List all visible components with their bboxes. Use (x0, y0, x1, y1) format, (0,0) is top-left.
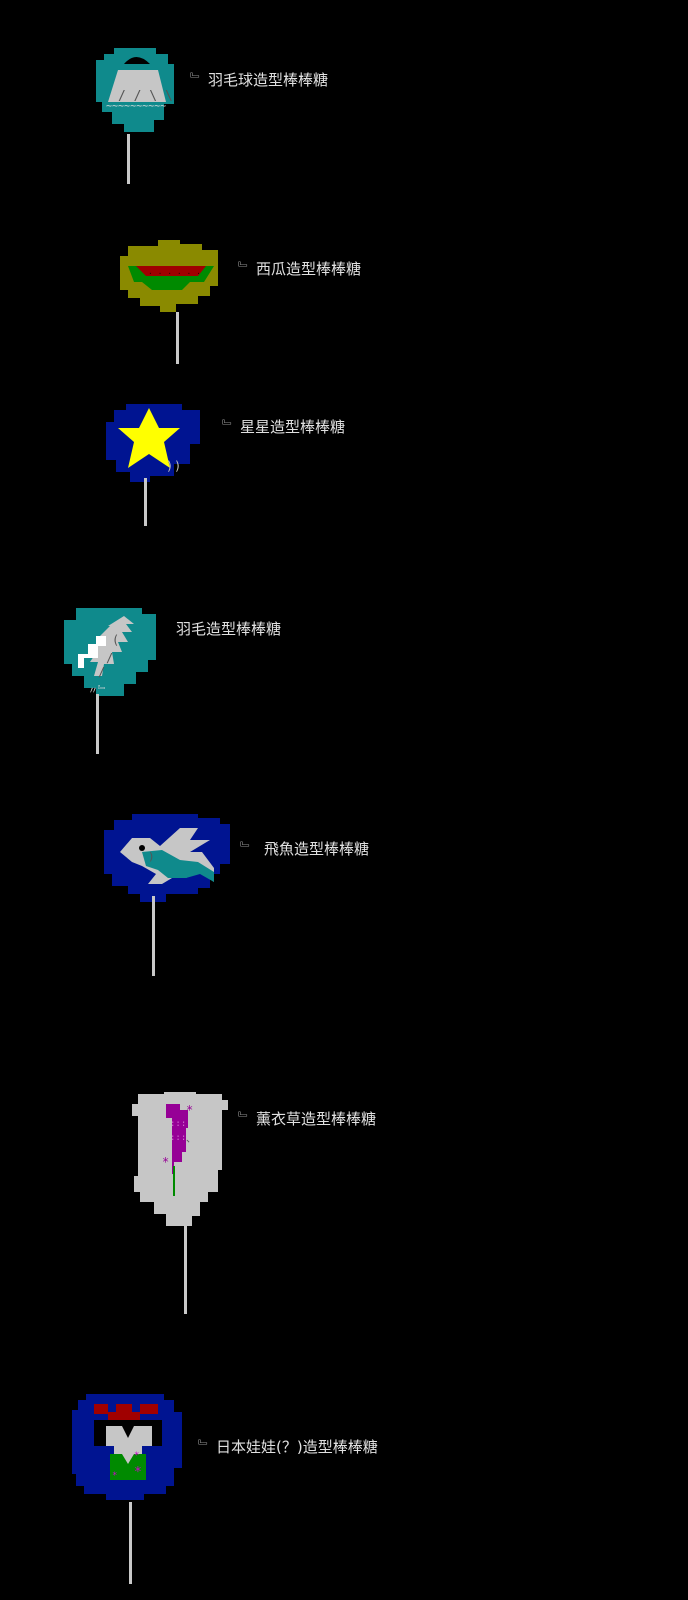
lollipop-japanese-doll: * * * ﹄ 日本娃娃(？)造型棒棒糖 (0, 1310, 688, 1600)
svg-text:*: * (112, 1471, 117, 1481)
svg-text:/ / \ \: / / \ \ (118, 89, 173, 104)
label-mark: ﹄ (238, 1112, 252, 1127)
svg-text:. . . . . .: . . . . . . (148, 267, 201, 276)
japanese-doll-icon: * * * (72, 1394, 182, 1500)
svg-text:): ) (174, 459, 181, 473)
lollipop-shuttlecock: / / \ \ ~~~~~~~~~~ ﹄ 羽毛球造型棒棒糖 (0, 0, 688, 190)
lollipop-stick (176, 312, 179, 364)
shuttlecock-icon: / / \ \ ~~~~~~~~~~ (96, 48, 174, 132)
star-icon: ) ) (106, 404, 200, 482)
lollipop-star: ) ) ﹄ 星星造型棒棒糖 (0, 370, 688, 550)
lollipop-label-watermelon: 西瓜造型棒棒糖 (256, 260, 362, 278)
svg-text:): ) (148, 850, 155, 863)
svg-text:*: * (134, 1465, 142, 1480)
svg-text:/: / (98, 665, 105, 679)
svg-text:*: * (186, 1103, 193, 1117)
lollipop-stick (152, 896, 155, 976)
svg-text:/: / (106, 651, 113, 665)
label-mark: ﹄ (222, 420, 236, 435)
svg-text::::: ::: (170, 1119, 186, 1129)
svg-text:~~~~~~~~~~: ~~~~~~~~~~ (106, 101, 166, 112)
svg-text:、: 、 (186, 1134, 196, 1145)
lollipop-stick (184, 1226, 187, 1314)
lollipop-stick (127, 134, 130, 184)
lollipop-label-star: 星星造型棒棒糖 (240, 418, 346, 436)
svg-text::::: ::: (170, 1133, 186, 1143)
lollipop-label-lavender: 薰衣草造型棒棒糖 (256, 1110, 377, 1128)
lollipop-feather: ( / / 〃﹄ 羽毛造型棒棒糖 (0, 550, 688, 770)
lollipop-stick (96, 694, 99, 754)
lollipop-lavender: ::: ::: * * 、 ﹄ 薰衣草造型棒棒糖 (0, 1010, 688, 1314)
label-mark: ﹄ (190, 73, 204, 88)
label-mark: ﹄ (238, 262, 252, 277)
lavender-icon: ::: ::: * * 、 (132, 1092, 228, 1226)
lollipop-label-shuttlecock: 羽毛球造型棒棒糖 (208, 71, 329, 89)
lollipop-label-flying-fish: 飛魚造型棒棒糖 (264, 840, 370, 858)
lollipop-watermelon: . . . . . . ﹄ 西瓜造型棒棒糖 (0, 190, 688, 370)
lollipop-flying-fish: ) ﹄ 飛魚造型棒棒糖 (0, 770, 688, 1010)
svg-text:〃﹄: 〃﹄ (88, 685, 108, 697)
watermelon-icon: . . . . . . (120, 240, 218, 312)
svg-text:): ) (166, 459, 173, 473)
svg-text:*: * (134, 1451, 139, 1461)
svg-text:*: * (162, 1155, 169, 1169)
svg-text:(: ( (112, 633, 119, 647)
lollipop-stick (144, 478, 147, 526)
label-mark: ﹄ (240, 842, 254, 857)
lollipop-stick (129, 1502, 132, 1584)
feather-icon: ( / / 〃﹄ (64, 608, 156, 697)
flying-fish-icon: ) (104, 814, 230, 902)
lollipop-label-japanese-doll: 日本娃娃(？)造型棒棒糖 (216, 1438, 378, 1456)
label-mark: ﹄ (198, 1440, 212, 1455)
lollipop-label-feather: 羽毛造型棒棒糖 (176, 620, 282, 638)
